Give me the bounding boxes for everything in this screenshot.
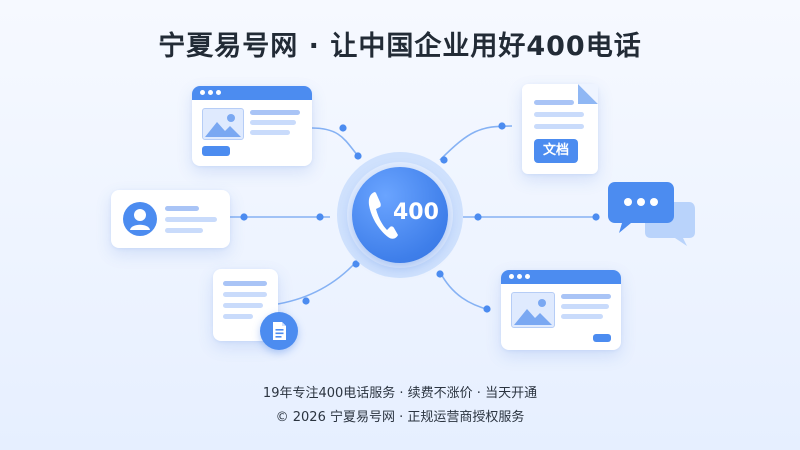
action-button-graphic: [593, 334, 611, 342]
footer-copyright: © 2026 宁夏易号网 · 正规运营商授权服务: [275, 410, 525, 425]
user-icon: [123, 202, 157, 236]
image-icon: [202, 108, 244, 140]
document-label: 文档: [534, 139, 578, 163]
document-file-card: 文档: [522, 84, 598, 174]
phone-icon: [368, 192, 398, 239]
document-card: [213, 269, 278, 341]
window-titlebar: [501, 270, 621, 284]
page-title: 宁夏易号网 · 让中国企业用好400电话: [158, 31, 642, 62]
footer-tagline: 19年专注400电话服务 · 续费不涨价 · 当天开通: [262, 386, 538, 401]
image-icon: [511, 292, 555, 328]
action-button-graphic: [202, 146, 230, 156]
webpage-card-bottom-right: [501, 270, 621, 350]
window-titlebar: [192, 86, 312, 100]
chat-bubble-icon: [608, 182, 695, 246]
webpage-card-top-left: [192, 86, 312, 166]
hub-number-label: 400: [393, 200, 439, 225]
hub-400-circle: [352, 167, 448, 263]
contact-card: [111, 190, 230, 248]
file-icon: [260, 312, 298, 350]
